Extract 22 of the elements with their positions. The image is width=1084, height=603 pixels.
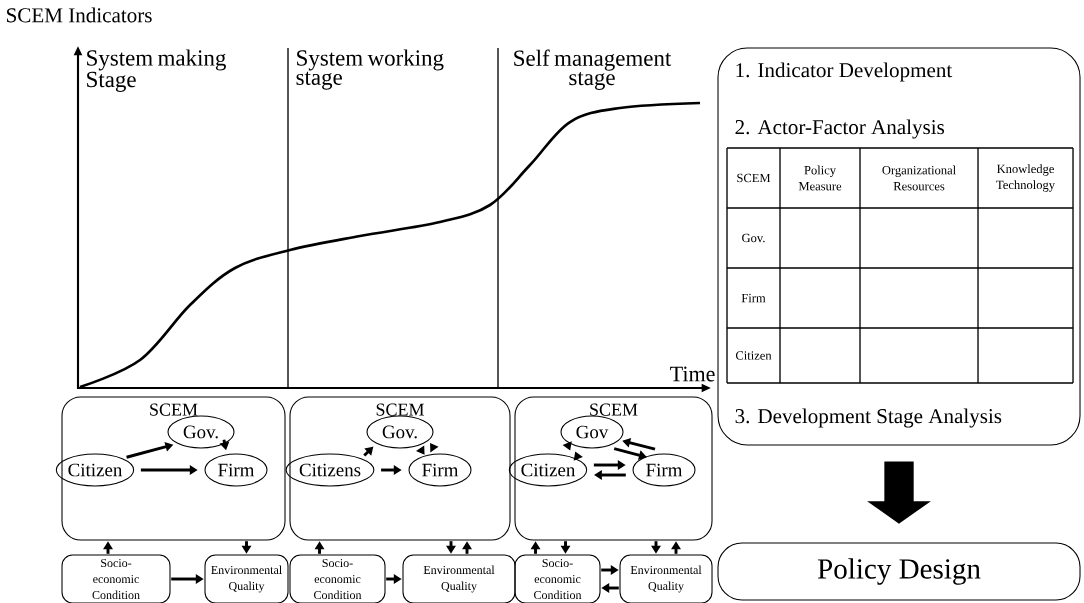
stage-label: Self management stage bbox=[514, 49, 672, 90]
arrow bbox=[613, 447, 647, 460]
column-header: Policy Measure bbox=[798, 165, 842, 191]
factor-box: Environmental Quality bbox=[619, 554, 713, 603]
stage-label: System working stage bbox=[296, 49, 444, 90]
stage-label: System making Stage bbox=[87, 49, 226, 92]
factor-box: Socio-economic Condition bbox=[61, 554, 171, 603]
row-header: Citizen bbox=[735, 351, 772, 360]
axis-title: Time bbox=[670, 366, 715, 382]
column-header: Knowledge Technology bbox=[996, 164, 1055, 192]
row-header: Firm bbox=[741, 293, 766, 303]
factor-box: Environmental Quality bbox=[402, 554, 516, 603]
arrow bbox=[594, 470, 626, 480]
output-box: Policy Design bbox=[717, 542, 1081, 601]
column-header: Organizational Resources bbox=[882, 165, 956, 191]
factor-box: Socio-economic Condition bbox=[514, 554, 601, 603]
axis-title: SCEM Indicators bbox=[7, 7, 152, 23]
column-header: SCEM bbox=[737, 173, 771, 183]
factor-box: Socio-economic Condition bbox=[289, 554, 386, 603]
factor-box: Environmental Quality bbox=[204, 554, 289, 603]
arrow bbox=[363, 446, 374, 457]
row-header: Gov. bbox=[742, 233, 765, 243]
